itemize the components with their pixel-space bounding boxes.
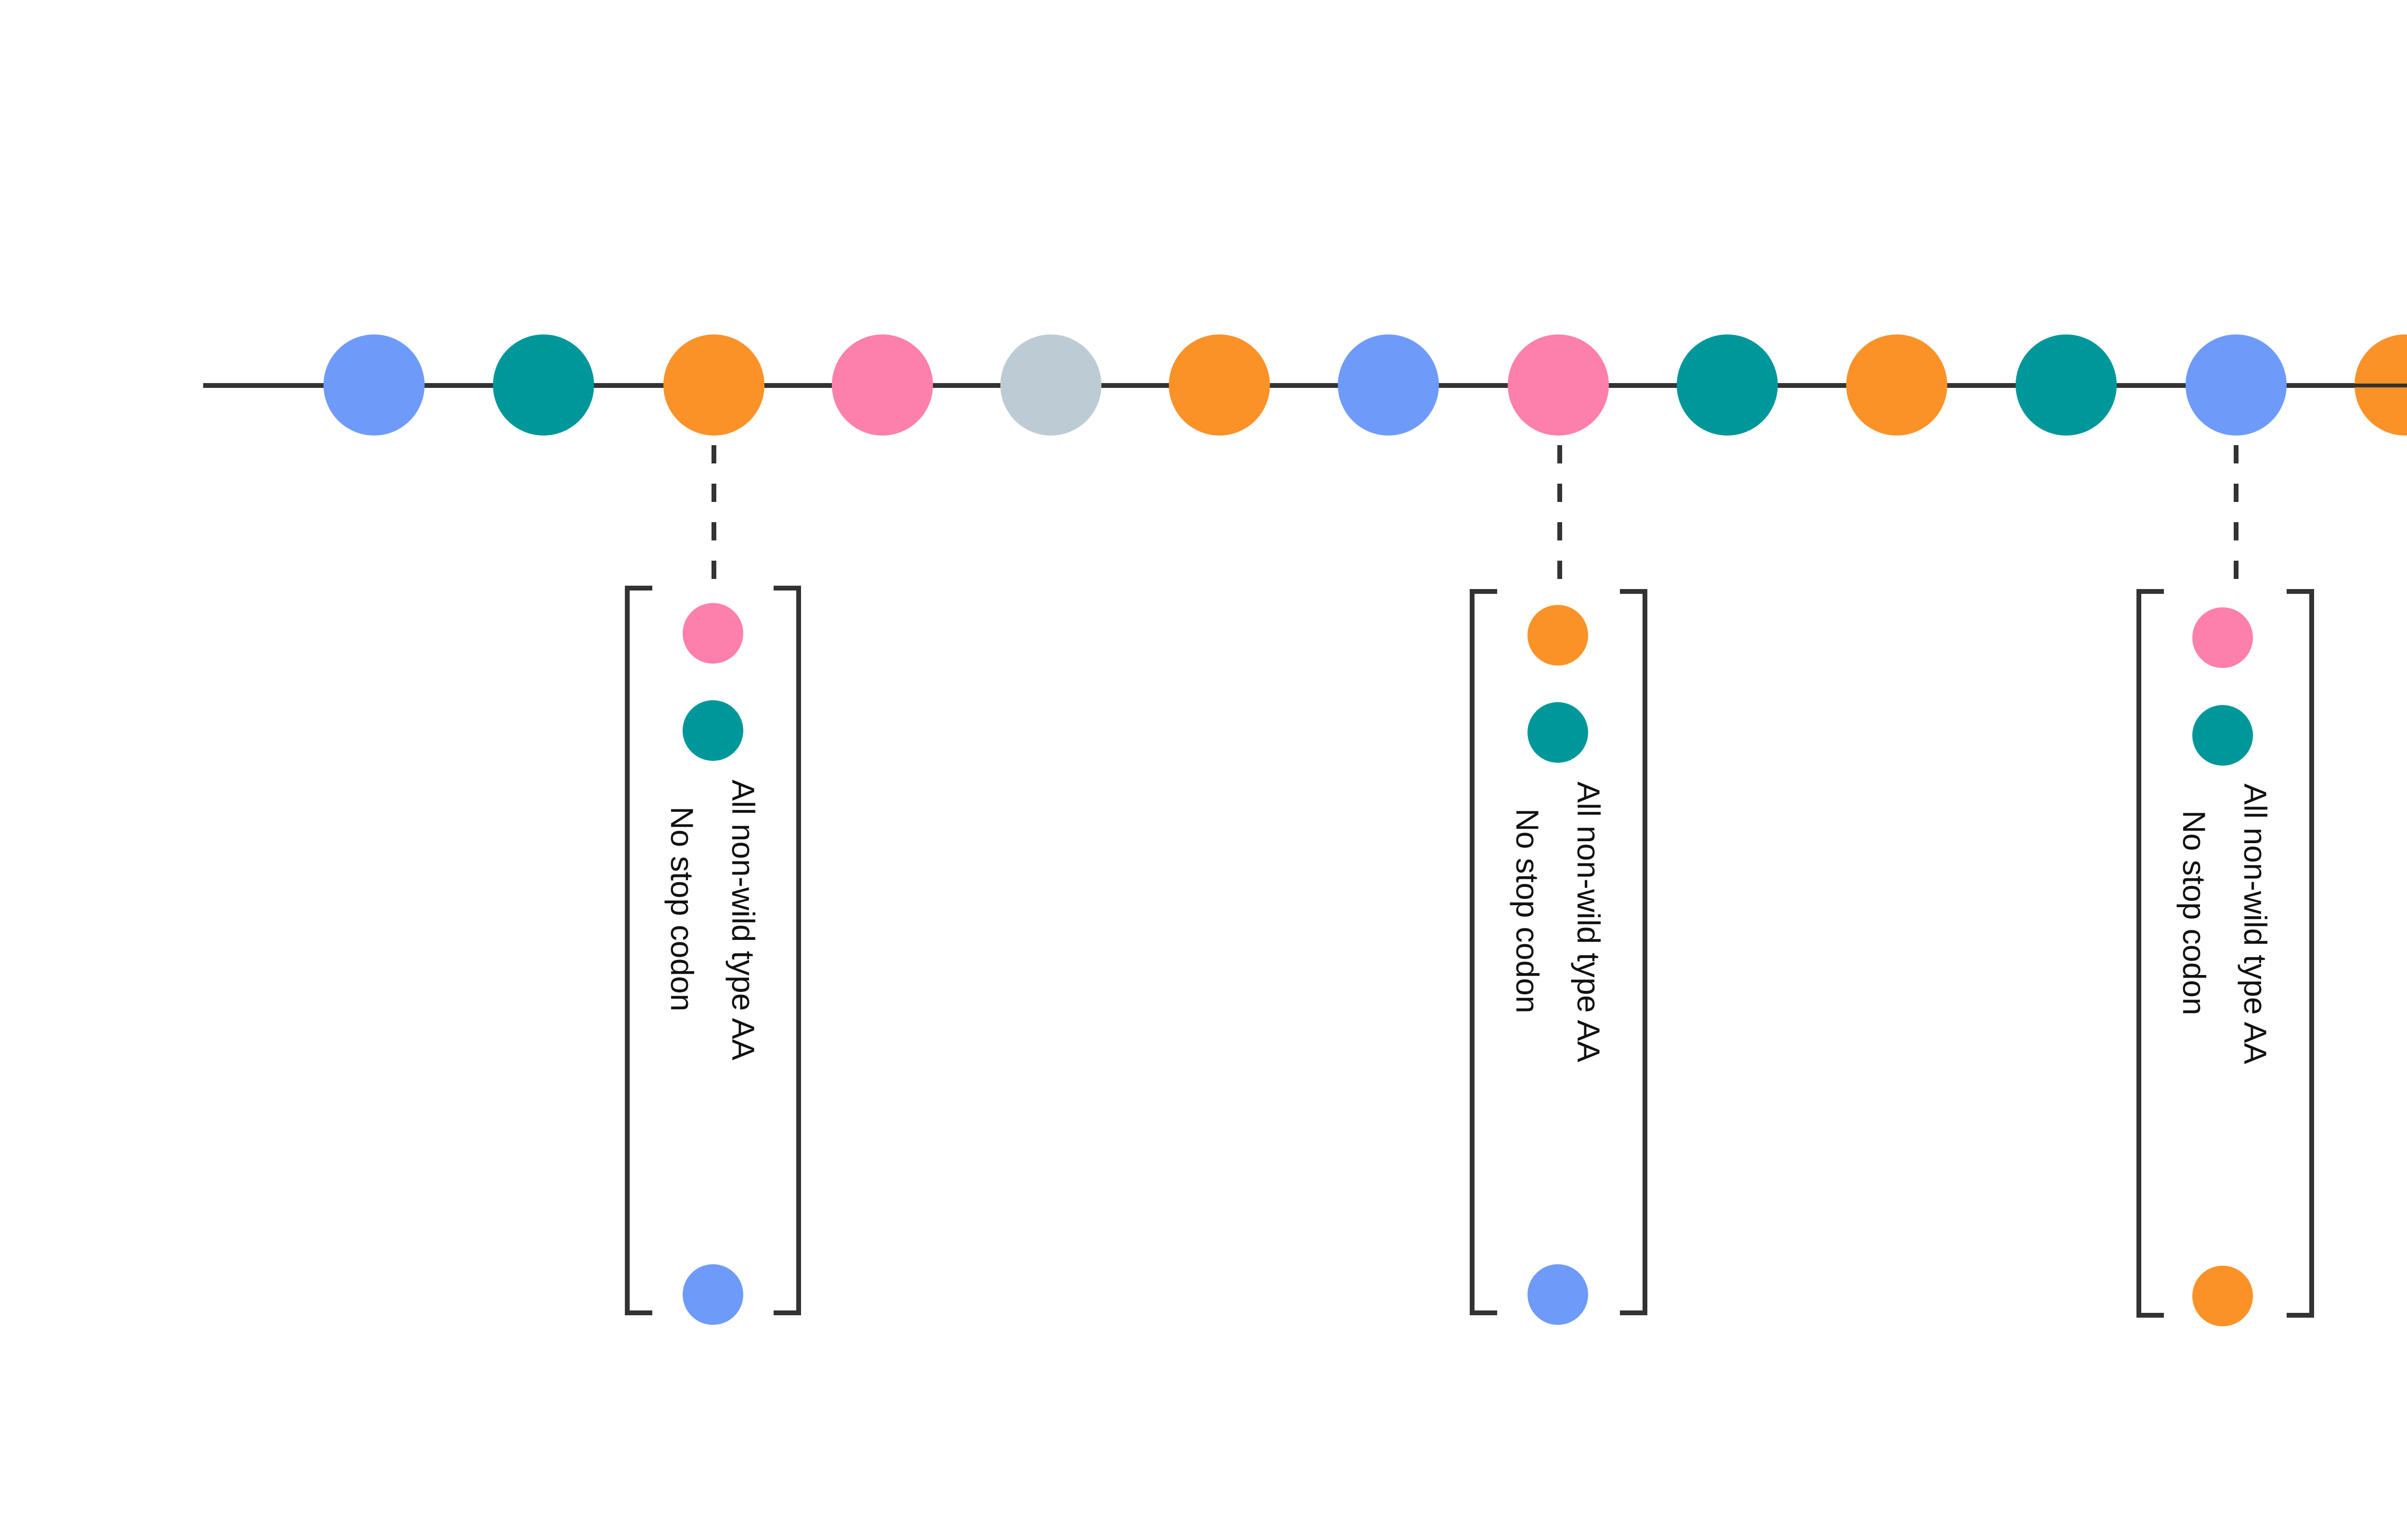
callout-2-variant-dot-teal[interactable] xyxy=(1527,702,1588,763)
residue-6-orange[interactable] xyxy=(1169,334,1270,436)
callout-2-callout-label-no-stop-codon: No stop codon xyxy=(1510,808,1545,1014)
residue-10-orange[interactable] xyxy=(1846,334,1947,436)
callout-2-bracket-right xyxy=(1620,589,1647,1315)
callout-1-bracket-left xyxy=(625,586,652,1315)
callout-3 xyxy=(2136,445,2314,1326)
callout-1-variant-dot-teal[interactable] xyxy=(683,700,743,761)
callout-3-bracket-right xyxy=(2287,589,2314,1318)
callout-1 xyxy=(625,445,801,1325)
callout-2-variant-dot-blue[interactable] xyxy=(1527,1264,1588,1325)
residue-2-teal[interactable] xyxy=(493,334,594,436)
residue-9-teal[interactable] xyxy=(1677,334,1778,436)
callout-2-callout-label-all-non-wild-type-aa: All non-wild type AA xyxy=(1571,782,1606,1063)
residue-1-blue[interactable] xyxy=(324,334,425,436)
callout-2-bracket-left xyxy=(1470,589,1497,1315)
residue-7-blue[interactable] xyxy=(1338,334,1439,436)
callout-2-variant-dot-orange[interactable] xyxy=(1527,605,1588,666)
callout-3-callout-label-all-non-wild-type-aa: All non-wild type AA xyxy=(2238,783,2273,1065)
residue-8-pink[interactable] xyxy=(1508,334,1609,436)
callout-3-bracket-left xyxy=(2136,589,2164,1318)
residue-4-pink[interactable] xyxy=(832,334,933,436)
callout-1-bracket-right xyxy=(774,586,801,1315)
callout-3-variant-dot-orange[interactable] xyxy=(2192,1266,2253,1326)
callout-1-variant-dot-pink[interactable] xyxy=(683,603,743,664)
callout-1-callout-label-all-non-wild-type-aa: All non-wild type AA xyxy=(725,780,761,1061)
callout-3-variant-dot-pink[interactable] xyxy=(2192,607,2253,668)
callout-3-callout-label-no-stop-codon: No stop codon xyxy=(2176,810,2212,1015)
callout-1-callout-label-no-stop-codon: No stop codon xyxy=(664,807,700,1012)
residue-3-orange[interactable] xyxy=(663,334,764,436)
residue-11-teal[interactable] xyxy=(2016,334,2117,436)
residue-12-blue[interactable] xyxy=(2186,334,2287,436)
residue-5-gray[interactable] xyxy=(1000,334,1101,436)
callout-1-variant-dot-blue[interactable] xyxy=(683,1264,743,1325)
callout-3-variant-dot-teal[interactable] xyxy=(2192,705,2253,766)
callout-2 xyxy=(1470,445,1647,1325)
